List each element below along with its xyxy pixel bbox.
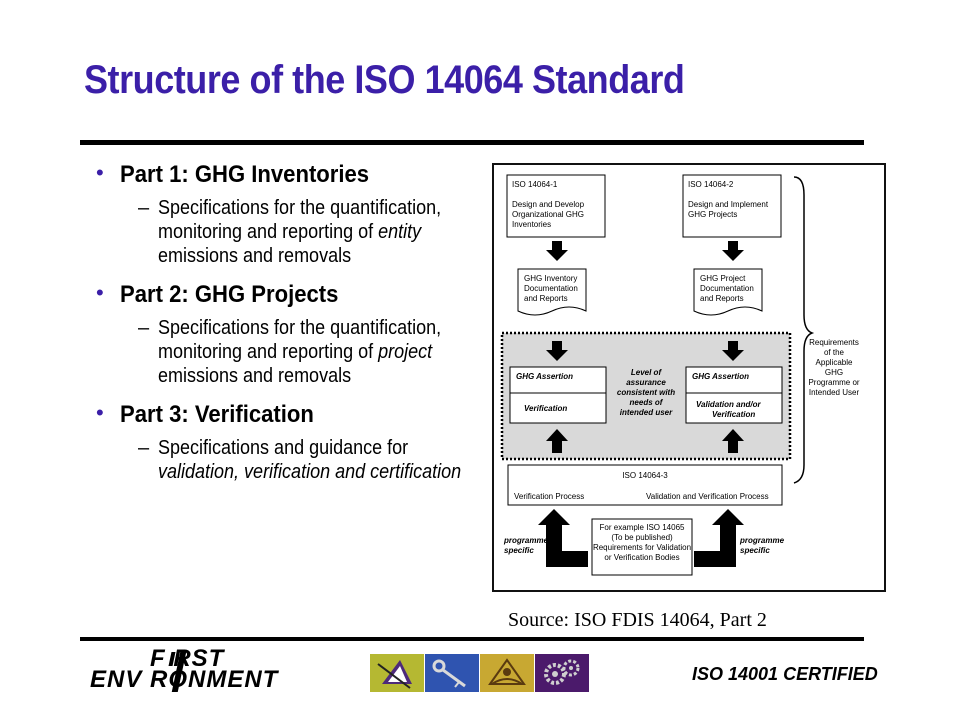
- down-arrow-icon: [546, 341, 568, 361]
- svg-text:Validation and/or: Validation and/or: [696, 400, 761, 409]
- svg-text:(To be published): (To be published): [611, 533, 673, 542]
- svg-text:specific: specific: [504, 546, 534, 555]
- svg-text:and Reports: and Reports: [700, 294, 744, 303]
- bent-up-arrow-icon: [538, 509, 588, 567]
- svg-text:Requirements: Requirements: [809, 338, 859, 347]
- svg-text:Documentation: Documentation: [700, 284, 754, 293]
- bent-up-arrow-icon: [694, 509, 744, 567]
- inventory-document: [517, 268, 587, 316]
- svg-text:Verification: Verification: [712, 410, 755, 419]
- bullet-dot: •: [96, 160, 104, 185]
- bullet-dot: •: [96, 400, 104, 425]
- up-arrow-icon: [546, 429, 568, 453]
- svg-text:Applicable: Applicable: [816, 358, 853, 367]
- bullet-heading: Part 3: Verification: [120, 401, 314, 428]
- diagram-canvas: ISO 14064-1 Design and Develop Organizat…: [500, 174, 860, 576]
- sub-bullet-text: Specifications and guidance for validati…: [158, 437, 462, 483]
- up-arrow-icon: [722, 429, 744, 453]
- sub-bullet: – Specifications for the quantification,…: [120, 196, 468, 268]
- svg-text:GHG Assertion: GHG Assertion: [692, 372, 749, 381]
- svg-text:assurance: assurance: [626, 378, 666, 387]
- svg-text:ISO 14064-3: ISO 14064-3: [622, 471, 668, 480]
- part3-box: [507, 464, 783, 506]
- part1-box-title: ISO 14064-1: [512, 180, 558, 189]
- svg-text:GHG Assertion: GHG Assertion: [516, 372, 573, 381]
- sub-bullet: – Specifications and guidance for valida…: [120, 436, 468, 484]
- logo-text-line1: F RST: [150, 645, 225, 672]
- bullet-item-part2: • Part 2: GHG Projects – Specifications …: [96, 280, 468, 388]
- svg-text:GHG Inventory: GHG Inventory: [524, 274, 577, 283]
- svg-text:or Verification Bodies: or Verification Bodies: [604, 553, 679, 562]
- svg-text:Verification Process: Verification Process: [514, 492, 584, 501]
- svg-text:consistent with: consistent with: [617, 388, 675, 397]
- sub-bullet-text: Specifications for the quantification, m…: [158, 317, 442, 387]
- dash-marker: –: [138, 197, 150, 219]
- accreditation-box: [591, 518, 693, 576]
- certification-label: ISO 14001 CERTIFIED: [692, 664, 878, 684]
- sub-bullet: – Specifications for the quantification,…: [120, 316, 468, 388]
- bullet-list: • Part 1: GHG Inventories – Specificatio…: [96, 160, 468, 484]
- svg-text:Intended User: Intended User: [809, 388, 860, 397]
- gears-icon: [535, 654, 590, 692]
- bullet-heading: Part 1: GHG Inventories: [120, 161, 370, 188]
- svg-text:Programme or: Programme or: [808, 378, 859, 387]
- bullet-item-part3: • Part 3: Verification – Specifications …: [96, 400, 468, 484]
- project-document: [693, 268, 763, 316]
- first-environment-logo: F RST ENV RONMENT: [90, 645, 290, 693]
- figure-source-caption: Source: ISO FDIS 14064, Part 2: [508, 609, 767, 631]
- part2-box-title: ISO 14064-2: [688, 180, 734, 189]
- svg-text:For example ISO 14065: For example ISO 14065: [600, 523, 685, 532]
- part1-box-line: Design and Develop: [512, 200, 585, 209]
- slide-title: Structure of the ISO 14064 Standard: [84, 58, 685, 102]
- title-divider: [80, 140, 864, 145]
- logo-text-line2: ENV RONMENT: [90, 666, 279, 693]
- part2-box: [682, 174, 782, 238]
- iso-structure-diagram: ISO 14064-1 Design and Develop Organizat…: [492, 163, 886, 592]
- footer-icon-strip: [370, 654, 590, 692]
- part1-box-line: Organizational GHG: [512, 210, 584, 219]
- dash-marker: –: [138, 317, 150, 339]
- svg-text:of the: of the: [824, 348, 845, 357]
- down-arrow-icon: [546, 241, 568, 261]
- svg-text:specific: specific: [740, 546, 770, 555]
- svg-text:and Reports: and Reports: [524, 294, 568, 303]
- svg-text:Level of: Level of: [631, 368, 663, 377]
- down-arrow-icon: [722, 341, 744, 361]
- bullet-heading: Part 2: GHG Projects: [120, 281, 339, 308]
- part2-box-line: GHG Projects: [688, 210, 737, 219]
- part1-box: [506, 174, 606, 238]
- key-icon: [425, 654, 480, 692]
- svg-text:Requirements for Validation: Requirements for Validation: [593, 543, 691, 552]
- svg-text:Validation and Verification Pr: Validation and Verification Process: [646, 492, 769, 501]
- svg-text:GHG: GHG: [825, 368, 843, 377]
- down-arrow-icon: [722, 241, 744, 261]
- sub-bullet-text: Specifications for the quantification, m…: [158, 197, 442, 267]
- svg-text:programme: programme: [503, 536, 549, 545]
- svg-text:intended user: intended user: [620, 408, 673, 417]
- svg-text:needs of: needs of: [630, 398, 664, 407]
- bullet-item-part1: • Part 1: GHG Inventories – Specificatio…: [96, 160, 468, 268]
- left-assertion-box: [509, 366, 607, 424]
- footer-divider: [80, 637, 864, 641]
- svg-text:Verification: Verification: [524, 404, 567, 413]
- svg-text:programme: programme: [739, 536, 785, 545]
- requirements-brace: [793, 176, 815, 484]
- bullet-dot: •: [96, 280, 104, 305]
- triangle-tools-icon: [370, 654, 425, 692]
- svg-text:Documentation: Documentation: [524, 284, 578, 293]
- dash-marker: –: [138, 437, 150, 459]
- part1-box-line: Inventories: [512, 220, 551, 229]
- svg-text:GHG Project: GHG Project: [700, 274, 746, 283]
- right-assertion-box: [685, 366, 783, 424]
- part2-box-line: Design and Implement: [688, 200, 769, 209]
- sextant-icon: [480, 654, 535, 692]
